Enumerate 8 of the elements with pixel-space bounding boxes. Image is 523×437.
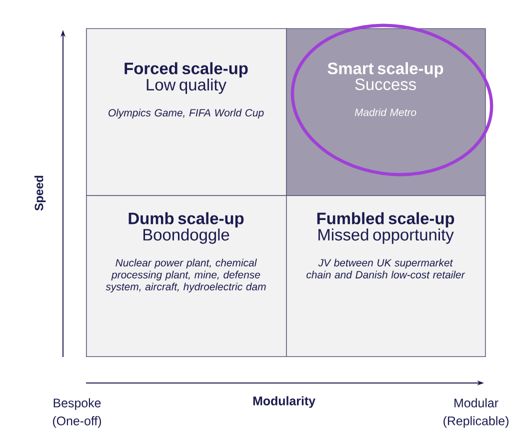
quadrant-box: Smart scale-up Success Madrid Metro [286,28,486,196]
quadrant-box: Dumb scale-up Boondoggle Nuclear power plant, chemical processing plant, mine, defense system, aircraft, hydroelectric dam [86,195,287,357]
axis-end-label: Bespoke (One-off) [52,398,102,428]
axis-label: Speed [34,176,46,211]
quadrant-box: Forced scale-up Low quality Olympics Game, FIFA World Cup [86,28,287,196]
axis-end-label: Modular (Replicable) [444,398,508,428]
quadrant-box: Fumbled scale-up Missed opportunity JV between UK supermarket chain and Danish low-cost retailer [286,195,486,357]
axis-label: Modularity [253,396,316,408]
